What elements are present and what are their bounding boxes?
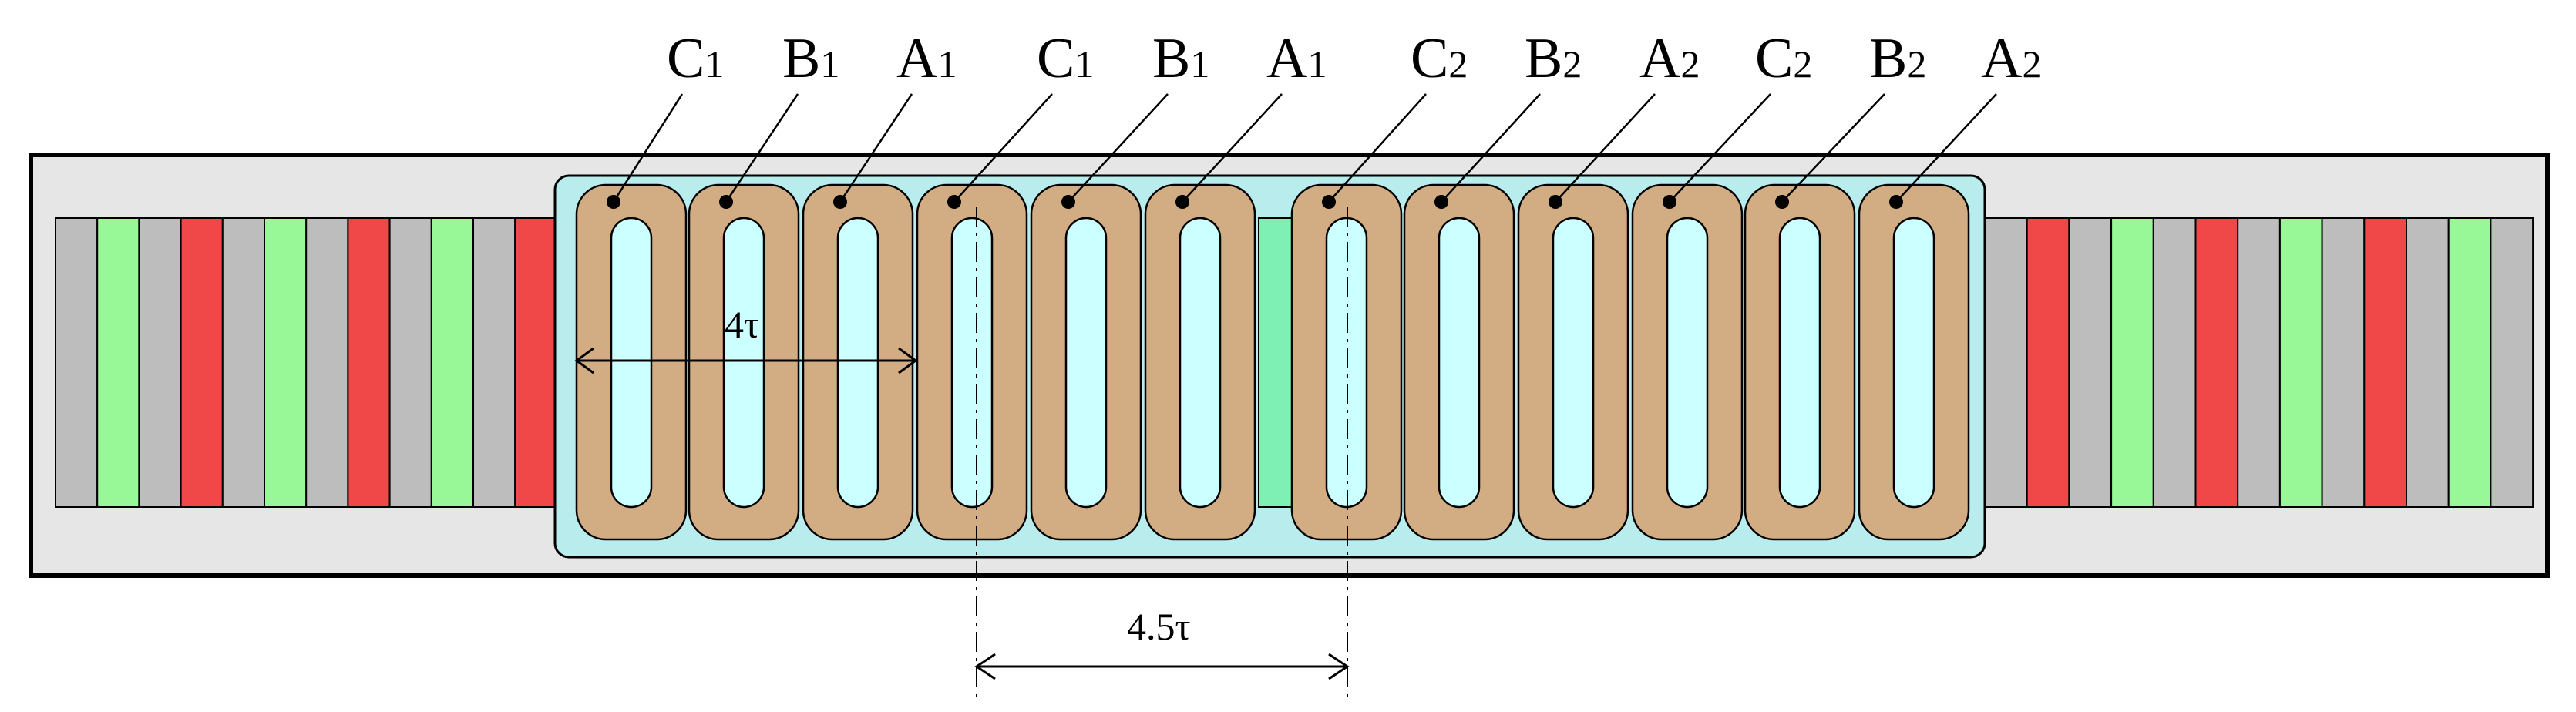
coil-label: B1 bbox=[1152, 27, 1209, 90]
coil-label: A1 bbox=[1266, 27, 1327, 90]
coil-slot bbox=[1778, 217, 1821, 509]
coil-leader-lines bbox=[607, 93, 1997, 209]
coil-letter: B bbox=[1525, 27, 1562, 90]
magnet-grey bbox=[305, 217, 349, 508]
coil-slot bbox=[1064, 217, 1108, 509]
arrowhead-right bbox=[1328, 653, 1350, 680]
coil-label: C1 bbox=[667, 27, 724, 90]
magnet-grey bbox=[2152, 217, 2197, 508]
magnet-red bbox=[2026, 217, 2070, 508]
magnet-grey bbox=[221, 217, 265, 508]
magnet-green bbox=[2278, 217, 2323, 508]
magnet-grey bbox=[472, 217, 516, 508]
magnet-grey bbox=[2321, 217, 2366, 508]
coil-letter: B bbox=[782, 27, 820, 90]
coil-group bbox=[575, 183, 1970, 541]
coil-slot bbox=[610, 217, 653, 509]
coil-letter: B bbox=[1152, 27, 1190, 90]
magnet-green bbox=[96, 217, 140, 508]
magnet-green bbox=[2447, 217, 2492, 508]
coil-slot bbox=[1179, 217, 1222, 509]
magnet-green bbox=[430, 217, 474, 508]
coil-span-label: 4τ bbox=[725, 303, 759, 346]
coil-slot bbox=[950, 217, 994, 509]
coil-letter: C bbox=[1411, 27, 1448, 90]
coil-letter: C bbox=[667, 27, 705, 90]
dimension-coil-span: 4τ bbox=[574, 303, 918, 374]
magnet-array-right bbox=[1984, 217, 2534, 508]
coil-label: A1 bbox=[896, 27, 957, 90]
group-spacing-label: 4.5τ bbox=[1127, 605, 1191, 648]
leader-line bbox=[839, 93, 913, 203]
coil-subscript: 1 bbox=[937, 42, 957, 86]
magnet-grey bbox=[55, 217, 99, 508]
leader-line bbox=[1068, 93, 1169, 203]
coil-letter: C bbox=[1037, 27, 1074, 90]
coil-subscript: 2 bbox=[1907, 42, 1926, 86]
coil-slot bbox=[1552, 217, 1595, 509]
magnet-grey bbox=[388, 217, 432, 508]
magnet-grey bbox=[1984, 217, 2028, 508]
coil-subscript: 1 bbox=[1190, 42, 1209, 86]
coil-label: A2 bbox=[1981, 27, 2041, 90]
leader-line bbox=[1182, 93, 1283, 203]
coil-label: A2 bbox=[1639, 27, 1700, 90]
leader-line bbox=[1555, 93, 1656, 203]
coil-slot bbox=[1438, 217, 1481, 509]
magnet-red bbox=[514, 217, 558, 508]
coil-slot bbox=[836, 217, 879, 509]
coil-letter: B bbox=[1869, 27, 1907, 90]
coil-subscript: 2 bbox=[1793, 42, 1812, 86]
leader-line bbox=[1669, 93, 1771, 203]
leader-line bbox=[953, 93, 1053, 203]
magnet-grey bbox=[138, 217, 182, 508]
leader-line bbox=[725, 93, 799, 203]
coil-subscript: 2 bbox=[1680, 42, 1700, 86]
arrowhead-left bbox=[974, 653, 996, 680]
magnet-red bbox=[180, 217, 224, 508]
coil-slot bbox=[722, 217, 765, 509]
coil-label: B2 bbox=[1869, 27, 1926, 90]
leader-line bbox=[1328, 93, 1427, 203]
coil-subscript: 2 bbox=[2022, 42, 2041, 86]
arrowhead-right bbox=[898, 347, 918, 374]
coil-subscript: 2 bbox=[1448, 42, 1468, 86]
magnet-grey bbox=[2068, 217, 2113, 508]
magnet-red bbox=[2363, 217, 2408, 508]
leader-line bbox=[1895, 93, 1997, 203]
leader-line bbox=[1781, 93, 1885, 203]
coil-subscript: 1 bbox=[820, 42, 839, 86]
coil-slot bbox=[1666, 217, 1709, 509]
coil-label: B2 bbox=[1525, 27, 1582, 90]
coil-subscript: 2 bbox=[1562, 42, 1582, 86]
coil-letter: A bbox=[896, 27, 937, 90]
leader-line bbox=[1441, 93, 1541, 203]
coil-label: B1 bbox=[782, 27, 839, 90]
coil-subscript: 1 bbox=[1307, 42, 1327, 86]
arrowhead-left bbox=[574, 347, 594, 374]
coil-letter: C bbox=[1755, 27, 1793, 90]
coil-label: C2 bbox=[1411, 27, 1468, 90]
magnet-green bbox=[2110, 217, 2154, 508]
coil-letter: A bbox=[1266, 27, 1307, 90]
center-tooth bbox=[1258, 217, 1294, 508]
magnet-array-left bbox=[55, 217, 558, 508]
coil-slot bbox=[1892, 217, 1935, 509]
magnet-grey bbox=[2406, 217, 2450, 508]
magnet-red bbox=[2194, 217, 2239, 508]
coil-subscript: 1 bbox=[1074, 42, 1094, 86]
coil-label: C1 bbox=[1037, 27, 1094, 90]
leader-line bbox=[612, 93, 684, 203]
coil-letter: A bbox=[1639, 27, 1680, 90]
magnet-grey bbox=[2237, 217, 2281, 508]
coil-subscript: 1 bbox=[705, 42, 724, 86]
dimension-group-spacing: 4.5τ bbox=[974, 605, 1350, 680]
coil-label: C2 bbox=[1755, 27, 1812, 90]
magnet-green bbox=[264, 217, 308, 508]
magnet-grey bbox=[2490, 217, 2534, 508]
magnet-red bbox=[347, 217, 391, 508]
coil-letter: A bbox=[1981, 27, 2022, 90]
